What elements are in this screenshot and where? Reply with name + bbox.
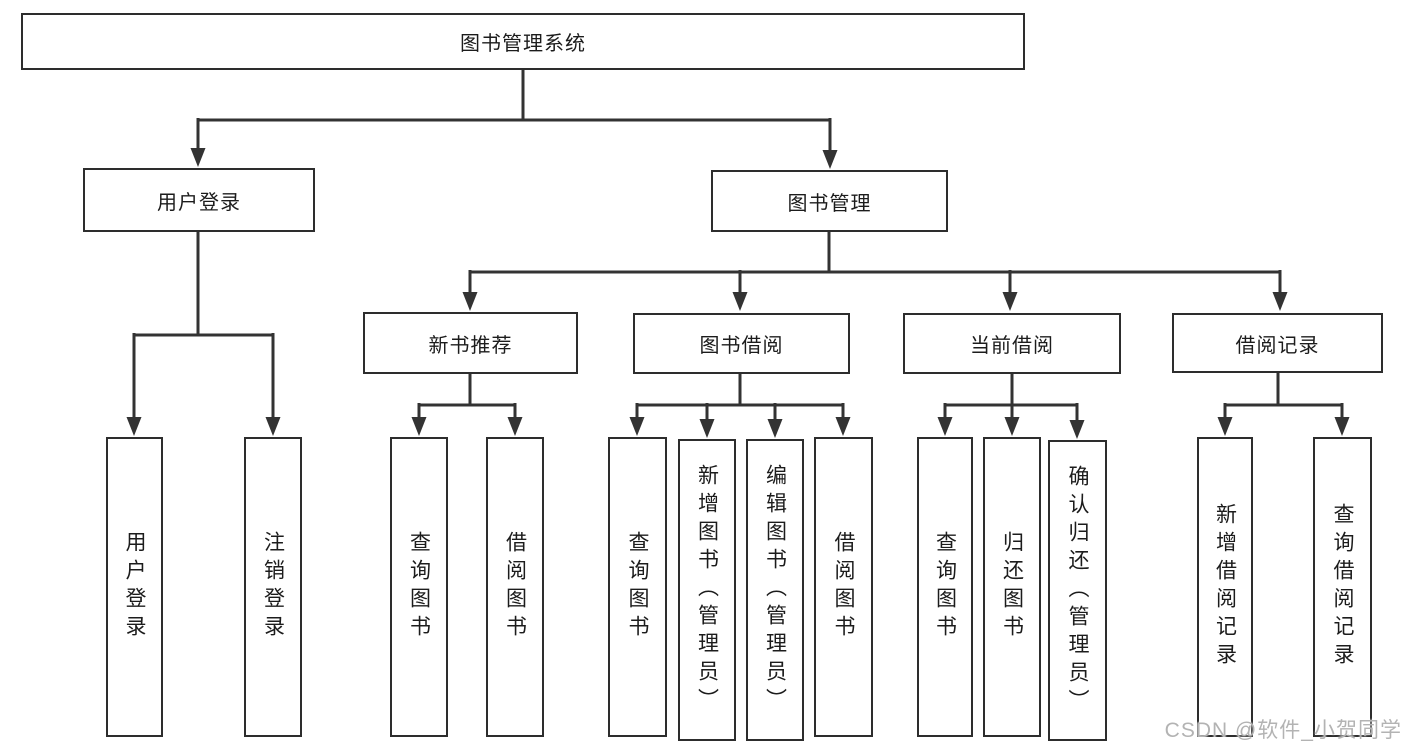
node-leaf-query-books: 查询图书 (917, 437, 973, 737)
node-new-book-recommend: 新书推荐 (363, 312, 578, 374)
leaf-label: 查询图书 (407, 531, 431, 643)
node-book-management: 图书管理 (711, 170, 948, 232)
leaf-label: 注销登录 (261, 531, 285, 643)
node-current-borrowing: 当前借阅 (903, 313, 1121, 374)
leaf-label: 借阅图书 (832, 531, 855, 643)
leaf-label: 查询图书 (933, 531, 957, 643)
node-leaf-return-books: 归还图书 (983, 437, 1041, 737)
node-leaf-query-borrow-record: 查询借阅记录 (1313, 437, 1372, 737)
node-leaf-query-books: 查询图书 (608, 437, 667, 737)
leaf-label: 新增借阅记录 (1213, 503, 1237, 671)
node-book-borrowing: 图书借阅 (633, 313, 850, 374)
node-leaf-edit-book-admin: 编辑图书（管理员） (746, 439, 804, 741)
node-leaf-borrow-books: 借阅图书 (486, 437, 544, 737)
csdn-watermark: CSDN @软件_小贺同学 (1164, 719, 1402, 742)
node-leaf-query-books: 查询图书 (390, 437, 448, 737)
leaf-label: 查询借阅记录 (1331, 503, 1354, 671)
leaf-label: 用户登录 (123, 531, 146, 643)
node-leaf-logout: 注销登录 (244, 437, 302, 737)
node-leaf-user-login: 用户登录 (106, 437, 163, 737)
node-leaf-add-borrow-record: 新增借阅记录 (1197, 437, 1253, 737)
node-user-login: 用户登录 (83, 168, 315, 232)
node-leaf-borrow-books: 借阅图书 (814, 437, 873, 737)
node-library-system: 图书管理系统 (21, 13, 1025, 70)
leaf-label: 借阅图书 (503, 531, 527, 643)
leaf-label: 确认归还（管理员） (1066, 464, 1089, 717)
node-borrow-records: 借阅记录 (1172, 313, 1383, 373)
node-leaf-confirm-return-admin: 确认归还（管理员） (1048, 440, 1107, 741)
leaf-label: 编辑图书（管理员） (763, 464, 787, 716)
leaf-label: 归还图书 (1000, 531, 1024, 643)
node-leaf-add-book-admin: 新增图书（管理员） (678, 439, 736, 741)
leaf-label: 新增图书（管理员） (695, 464, 719, 716)
leaf-label: 查询图书 (626, 531, 649, 643)
